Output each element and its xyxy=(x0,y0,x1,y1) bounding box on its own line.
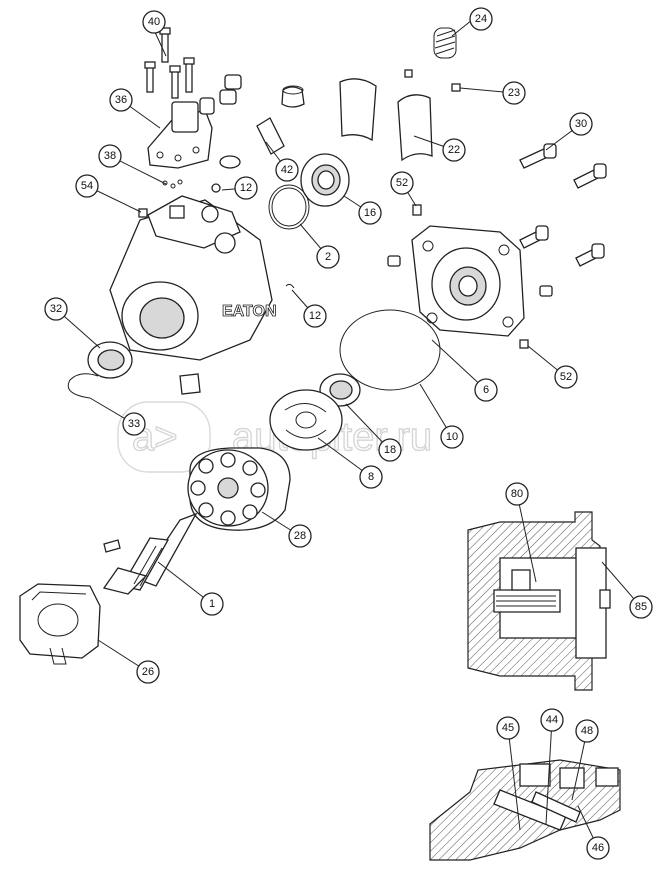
callout-label: 10 xyxy=(446,431,458,443)
callout-28: 28 xyxy=(288,524,312,548)
callout-24: 24 xyxy=(469,7,493,31)
callout-8: 8 xyxy=(359,465,383,489)
callout-45: 45 xyxy=(496,716,520,740)
part-52-plugs xyxy=(387,204,553,349)
callout-23: 23 xyxy=(502,81,526,105)
callout-label: 52 xyxy=(560,371,572,383)
callout-label: 54 xyxy=(81,180,93,192)
callout-label: 26 xyxy=(142,666,154,678)
callout-label: 33 xyxy=(128,418,140,430)
callout-label: 46 xyxy=(592,842,604,854)
callout-16: 16 xyxy=(358,201,382,225)
part-33-snap-ring xyxy=(67,373,99,399)
callout-label: 12 xyxy=(240,182,252,194)
callout-label: 52 xyxy=(396,177,408,189)
callout-22: 22 xyxy=(442,138,466,162)
callout-label: 36 xyxy=(115,94,127,106)
callout-12-lower: 12 xyxy=(303,304,327,328)
callout-label: 80 xyxy=(511,488,523,500)
callout-44: 44 xyxy=(540,708,564,732)
part-30-bolts xyxy=(519,143,607,267)
section-view-control xyxy=(429,759,621,861)
part-26-swashplate xyxy=(19,583,101,665)
callout-label: 6 xyxy=(483,384,489,396)
callout-52-lower: 52 xyxy=(554,365,578,389)
callout-6: 6 xyxy=(474,378,498,402)
part-10-large-o-ring xyxy=(339,309,441,391)
part-40-bolts xyxy=(144,27,195,99)
callout-label: 12 xyxy=(309,310,321,322)
callout-2: 2 xyxy=(316,245,340,269)
callout-1: 1 xyxy=(200,592,224,616)
callout-42: 42 xyxy=(275,158,299,182)
callout-12-upper: 12 xyxy=(234,176,258,200)
part-1-drive-shaft xyxy=(102,512,198,595)
callout-label: 40 xyxy=(148,16,160,28)
callout-label: 44 xyxy=(546,714,558,726)
callout-label: 28 xyxy=(294,530,306,542)
callout-label: 16 xyxy=(364,207,376,219)
callout-26: 26 xyxy=(136,660,160,684)
part-2-o-ring xyxy=(268,184,310,230)
part-28-cylinder-barrel xyxy=(187,447,291,531)
callout-54: 54 xyxy=(75,174,99,198)
callout-80: 80 xyxy=(505,482,529,506)
callout-10: 10 xyxy=(440,425,464,449)
callout-label: 45 xyxy=(502,722,514,734)
part-54-plug xyxy=(138,208,148,218)
part-8-valve-plate xyxy=(269,389,343,451)
sleeves xyxy=(211,74,305,193)
callout-33: 33 xyxy=(122,412,146,436)
callout-label: 24 xyxy=(475,13,487,25)
part-22-bearing-halves xyxy=(339,78,433,162)
part-24-spring xyxy=(433,27,457,59)
callout-label: 8 xyxy=(368,471,374,483)
callout-52-upper: 52 xyxy=(390,171,414,195)
pump-housing: EATON xyxy=(109,195,277,361)
part-16-bearing xyxy=(300,153,350,207)
callout-32: 32 xyxy=(44,297,68,321)
callout-label: 22 xyxy=(448,144,460,156)
part-36-control-valve xyxy=(147,97,215,169)
callout-40: 40 xyxy=(142,10,166,34)
callout-36: 36 xyxy=(109,88,133,112)
callout-label: 1 xyxy=(209,598,215,610)
callout-85: 85 xyxy=(629,595,653,619)
callout-label: 18 xyxy=(384,444,396,456)
callout-label: 23 xyxy=(508,87,520,99)
callout-48: 48 xyxy=(575,719,599,743)
part-23-screws xyxy=(404,69,461,92)
callout-label: 2 xyxy=(325,251,331,263)
section-view-shaft-coupling xyxy=(467,511,611,691)
callout-30: 30 xyxy=(569,112,593,136)
callout-label: 38 xyxy=(104,150,116,162)
housing-stamp: EATON xyxy=(222,303,277,320)
callout-18: 18 xyxy=(378,438,402,462)
plug xyxy=(179,373,201,395)
callout-46: 46 xyxy=(586,836,610,860)
callout-label: 30 xyxy=(575,118,587,130)
callout-label: 48 xyxy=(581,725,593,737)
callout-label: 85 xyxy=(635,601,647,613)
part-32-shaft-seal xyxy=(87,341,133,379)
callout-label: 42 xyxy=(281,164,293,176)
part-38-pieces xyxy=(162,179,183,189)
rear-end-cap xyxy=(411,225,525,337)
callout-label: 32 xyxy=(50,303,62,315)
part-12-pin xyxy=(285,283,295,289)
callout-38: 38 xyxy=(98,144,122,168)
